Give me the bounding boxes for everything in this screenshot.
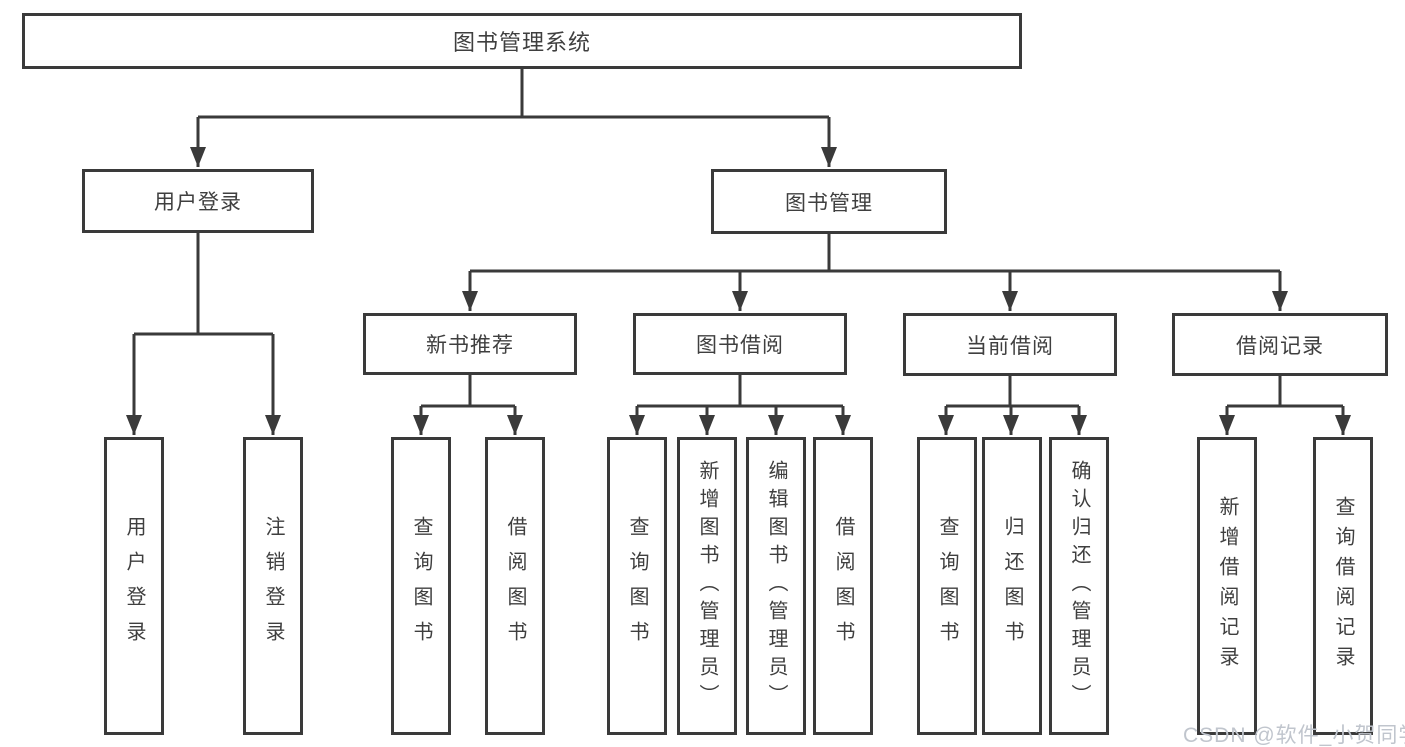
leaf-label: 查询图书	[410, 516, 432, 656]
node-label: 借阅记录	[1236, 334, 1324, 358]
leaf-add-borrow-record: 新增借阅记录	[1197, 437, 1257, 735]
leaf-label: 编辑图书（管理员）	[765, 460, 787, 712]
watermark: CSDN @软件_小贺同学	[1183, 724, 1405, 747]
leaf-user-login: 用户登录	[104, 437, 164, 735]
node-label: 图书借阅	[696, 334, 784, 357]
leaf-query-books-1: 查询图书	[391, 437, 451, 735]
leaf-query-books-3: 查询图书	[917, 437, 977, 735]
leaf-query-borrow-record: 查询借阅记录	[1313, 437, 1373, 735]
node-book-management: 图书管理	[711, 169, 947, 234]
leaf-confirm-return-admin: 确认归还（管理员）	[1049, 437, 1109, 735]
node-new-book-recommend: 新书推荐	[363, 313, 577, 375]
leaf-borrow-books-1: 借阅图书	[485, 437, 545, 735]
leaf-label: 确认归还（管理员）	[1068, 460, 1090, 712]
node-label: 用户登录	[154, 191, 242, 214]
leaf-add-books-admin: 新增图书（管理员）	[677, 437, 737, 735]
node-label: 图书管理	[785, 191, 873, 215]
leaf-label: 新增图书（管理员）	[696, 460, 718, 712]
leaf-label: 借阅图书	[504, 516, 526, 656]
leaf-logout: 注销登录	[243, 437, 303, 735]
node-label: 当前借阅	[966, 334, 1054, 358]
node-book-borrow: 图书借阅	[633, 313, 847, 375]
node-label: 图书管理系统	[452, 30, 591, 55]
leaf-label: 查询图书	[936, 516, 958, 656]
leaf-return-books: 归还图书	[982, 437, 1042, 735]
leaf-label: 借阅图书	[832, 516, 854, 656]
leaf-label: 查询借阅记录	[1332, 496, 1354, 676]
leaf-label: 新增借阅记录	[1216, 496, 1238, 676]
node-label: 新书推荐	[426, 334, 514, 357]
node-user-login: 用户登录	[82, 169, 314, 233]
leaf-label: 注销登录	[262, 516, 284, 656]
leaf-label: 用户登录	[123, 516, 145, 656]
node-borrow-record: 借阅记录	[1172, 313, 1388, 376]
leaf-borrow-books-2: 借阅图书	[813, 437, 873, 735]
arrowheads	[126, 147, 1351, 435]
leaf-query-books-2: 查询图书	[607, 437, 667, 735]
node-current-borrow: 当前借阅	[903, 313, 1117, 376]
leaf-edit-books-admin: 编辑图书（管理员）	[746, 437, 806, 735]
leaf-label: 归还图书	[1001, 516, 1023, 656]
node-library-management-system: 图书管理系统	[22, 13, 1022, 69]
leaf-label: 查询图书	[626, 516, 648, 656]
